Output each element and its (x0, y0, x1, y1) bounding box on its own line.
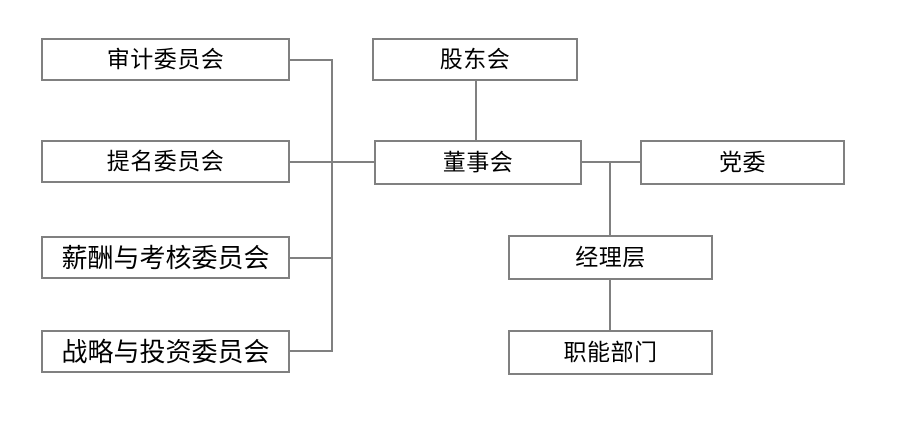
connector-remuneration-to-spine (290, 257, 333, 259)
node-label-party-committee: 党委 (719, 149, 766, 175)
connector-committee-spine (331, 60, 333, 351)
node-label-management-level: 经理层 (575, 244, 646, 270)
node-board-of-directors[interactable]: 董事会 (374, 140, 582, 185)
connector-strategy-to-spine (290, 350, 333, 352)
node-label-nomination-committee: 提名委员会 (106, 148, 225, 174)
node-label-shareholders-meeting: 股东会 (439, 46, 511, 72)
connector-audit-to-spine (290, 59, 333, 61)
connector-nomination-to-spine (290, 161, 333, 163)
node-strategy-investment-committee[interactable]: 战略与投资委员会 (41, 330, 290, 373)
connector-board-to-party (580, 161, 642, 163)
node-functional-departments[interactable]: 职能部门 (508, 330, 713, 375)
node-party-committee[interactable]: 党委 (640, 140, 845, 185)
node-remuneration-appraisal-committee[interactable]: 薪酬与考核委员会 (41, 236, 290, 279)
connector-shareholders-to-board (475, 81, 477, 141)
node-shareholders-meeting[interactable]: 股东会 (372, 38, 578, 81)
node-management-level[interactable]: 经理层 (508, 235, 713, 280)
node-audit-committee[interactable]: 审计委员会 (41, 38, 290, 81)
node-label-board-of-directors: 董事会 (442, 149, 514, 175)
node-label-audit-committee: 审计委员会 (106, 46, 225, 72)
connector-management-to-functional (609, 280, 611, 331)
connector-spine-to-board (331, 161, 376, 163)
node-nomination-committee[interactable]: 提名委员会 (41, 140, 290, 183)
node-label-functional-departments: 职能部门 (563, 339, 658, 365)
node-label-strategy-investment-committee: 战略与投资委员会 (61, 336, 270, 367)
connector-board-to-management (609, 161, 611, 237)
node-label-remuneration-appraisal-committee: 薪酬与考核委员会 (61, 242, 270, 273)
